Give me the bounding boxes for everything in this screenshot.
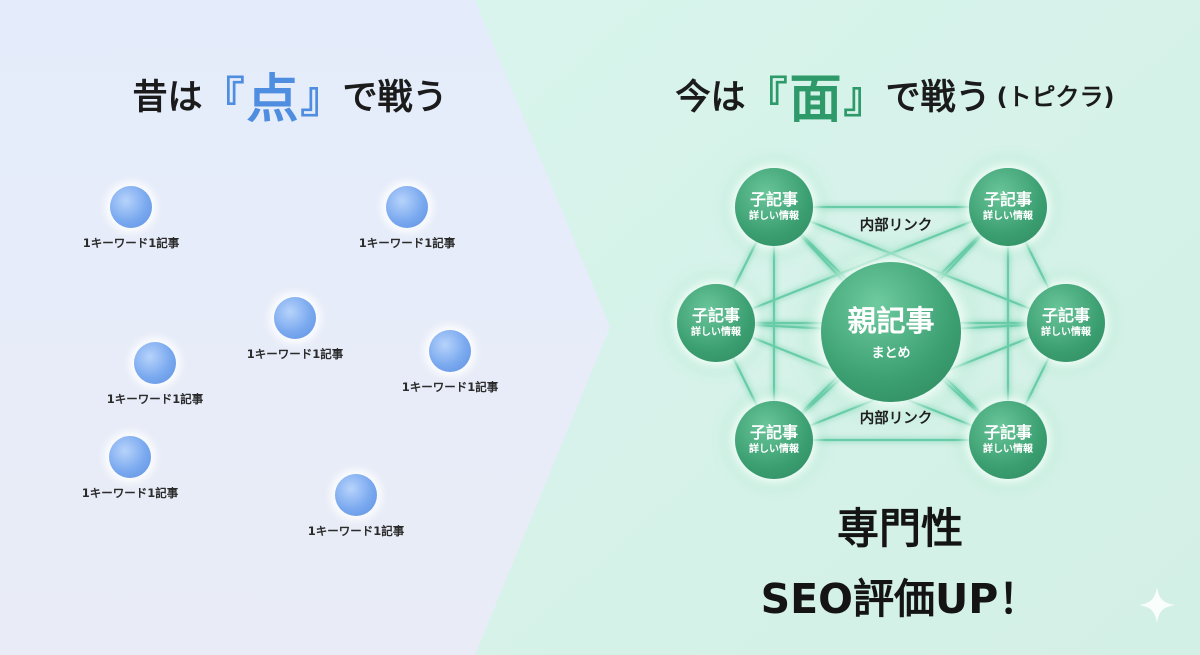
- right-heading-before: 今は: [675, 77, 746, 118]
- keyword-dot-circle: [134, 342, 176, 384]
- child-article-subtitle: 詳しい情報: [691, 327, 741, 338]
- keyword-dot-circle: [429, 330, 471, 372]
- child-article-title: 子記事: [983, 190, 1032, 209]
- internal-link-label-bottom: 内部リンク: [859, 411, 933, 427]
- child-article-title: 子記事: [1041, 306, 1090, 325]
- link-line: [715, 205, 1009, 325]
- child-article-node: 子記事 詳しい情報: [1027, 284, 1105, 362]
- keyword-dot-label: 1キーワード1記事: [358, 236, 456, 250]
- keyword-dot-circle: [274, 297, 316, 339]
- child-article-node: 子記事 詳しい情報: [735, 401, 813, 479]
- conclusion-line-2: SEO評価UP！: [760, 575, 1040, 623]
- right-heading-paren: (トピクラ): [996, 82, 1115, 111]
- keyword-dot: 1キーワード1記事: [61, 186, 201, 251]
- child-article-title: 子記事: [983, 423, 1032, 442]
- left-heading: 昔は 『 点 』 で戦う: [60, 54, 520, 134]
- keyword-dot: 1キーワード1記事: [380, 330, 520, 395]
- left-heading-bracket-open: 『: [202, 72, 245, 122]
- right-heading: 今は 『 面 』 で戦う (トピクラ): [615, 54, 1175, 134]
- keyword-dot: 1キーワード1記事: [60, 436, 200, 501]
- keyword-dot: 1キーワード1記事: [337, 186, 477, 251]
- child-article-title: 子記事: [749, 423, 798, 442]
- child-article-subtitle: 詳しい情報: [749, 211, 799, 222]
- child-article-subtitle: 詳しい情報: [983, 444, 1033, 455]
- right-heading-keyword: 面: [789, 69, 842, 130]
- left-heading-after: で戦う: [342, 77, 448, 118]
- child-article-node: 子記事 詳しい情報: [677, 284, 755, 362]
- keyword-dot: 1キーワード1記事: [85, 342, 225, 407]
- right-heading-after: で戦う: [885, 77, 991, 118]
- keyword-dot-circle: [386, 186, 428, 228]
- conclusion-line-1: 専門性: [836, 504, 963, 553]
- left-heading-before: 昔は: [132, 77, 203, 118]
- parent-article-title: 親記事: [847, 303, 935, 338]
- child-article-title: 子記事: [749, 190, 798, 209]
- child-article-node: 子記事 詳しい情報: [969, 401, 1047, 479]
- keyword-dot-label: 1キーワード1記事: [246, 347, 344, 361]
- child-article-node: 子記事 詳しい情報: [735, 168, 813, 246]
- child-article-title: 子記事: [691, 306, 740, 325]
- link-line: [773, 205, 1067, 325]
- keyword-dot-circle: [110, 186, 152, 228]
- internal-link-label-top: 内部リンク: [859, 218, 933, 234]
- left-heading-bracket-close: 』: [300, 72, 343, 122]
- keyword-dot: 1キーワード1記事: [225, 297, 365, 362]
- keyword-dot-label: 1キーワード1記事: [401, 380, 499, 394]
- keyword-dot-label: 1キーワード1記事: [82, 236, 180, 250]
- keyword-dot-label: 1キーワード1記事: [81, 486, 179, 500]
- right-heading-bracket-close: 』: [843, 72, 886, 122]
- keyword-dot-circle: [109, 436, 151, 478]
- child-article-subtitle: 詳しい情報: [749, 444, 799, 455]
- parent-article-node: 親記事 まとめ: [821, 262, 961, 402]
- keyword-dot-circle: [335, 474, 377, 516]
- child-article-node: 子記事 詳しい情報: [969, 168, 1047, 246]
- keyword-dot-label: 1キーワード1記事: [307, 524, 405, 538]
- left-heading-keyword: 点: [246, 69, 299, 130]
- keyword-dot-label: 1キーワード1記事: [106, 392, 204, 406]
- sparkle-icon: [1139, 587, 1175, 623]
- keyword-dot: 1キーワード1記事: [286, 474, 426, 539]
- parent-article-subtitle: まとめ: [871, 345, 911, 361]
- right-heading-bracket-open: 『: [745, 72, 788, 122]
- child-article-subtitle: 詳しい情報: [1041, 327, 1091, 338]
- child-article-subtitle: 詳しい情報: [983, 211, 1033, 222]
